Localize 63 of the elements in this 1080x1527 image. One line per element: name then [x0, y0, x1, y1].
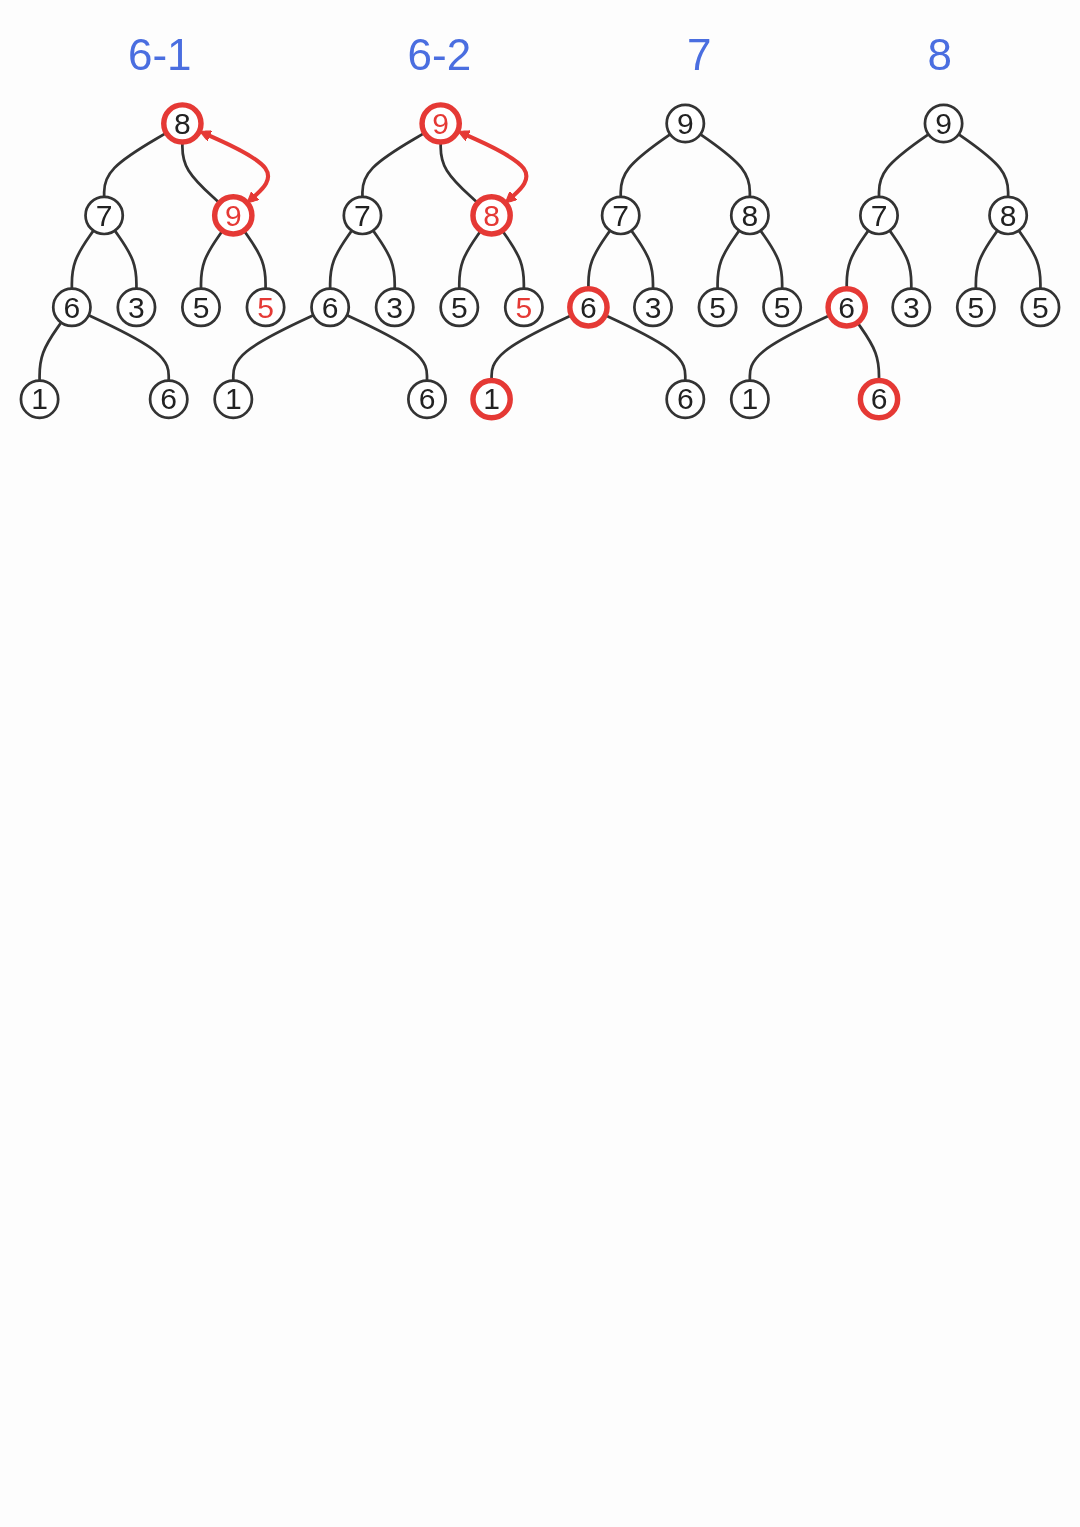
- node-circle: 8: [988, 195, 1029, 236]
- connector: [716, 229, 741, 289]
- arrow: [199, 130, 271, 204]
- node-circle: 5: [503, 287, 544, 328]
- node-circle: 5: [245, 287, 286, 328]
- node-circle: 8: [729, 195, 770, 236]
- node-circle: 6: [665, 379, 706, 420]
- node-circle: 3: [633, 287, 673, 328]
- connector: [457, 229, 482, 289]
- node-circle: 7: [84, 195, 125, 236]
- node-circle: 1: [729, 379, 770, 420]
- node-circle: 5: [439, 287, 480, 328]
- connector: [439, 142, 479, 204]
- connector: [699, 133, 752, 197]
- node-circle: 6: [148, 379, 189, 420]
- connector: [70, 229, 95, 289]
- node-circle: 9: [211, 194, 255, 237]
- connector: [38, 321, 63, 381]
- connector: [630, 229, 655, 289]
- node-circle: 6: [567, 285, 610, 329]
- node-circle: 6: [310, 287, 351, 328]
- node-circle: 6: [51, 287, 92, 328]
- connector: [242, 229, 267, 289]
- connector: [346, 314, 429, 381]
- node-circle: 8: [161, 102, 204, 145]
- connector: [113, 229, 138, 289]
- connector: [88, 314, 171, 381]
- node-circle: 5: [955, 287, 996, 328]
- connector: [888, 229, 913, 289]
- node-circle: 1: [213, 379, 254, 420]
- connector: [328, 229, 353, 289]
- node-circle: 3: [374, 287, 415, 328]
- node-circle: 6: [407, 379, 447, 420]
- connector: [957, 133, 1010, 197]
- node-circle: 5: [762, 287, 803, 328]
- node-circle: 8: [470, 194, 513, 237]
- node-circle: 5: [181, 287, 221, 328]
- panel-label: 8: [927, 30, 952, 80]
- panel-label: 6-2: [407, 30, 472, 80]
- node-circle: 7: [600, 195, 641, 236]
- panel-label: 7: [687, 30, 712, 80]
- connector: [231, 314, 314, 381]
- node-circle: 5: [1020, 287, 1061, 328]
- connector: [974, 229, 999, 289]
- connector: [1017, 229, 1042, 289]
- node-circle: 1: [19, 379, 60, 420]
- node-circle: 3: [891, 287, 932, 328]
- node-circle: 6: [825, 285, 869, 329]
- connector: [372, 229, 397, 289]
- node-circle: 1: [470, 377, 513, 421]
- connector: [877, 133, 930, 197]
- panel-label: 6-1: [127, 30, 192, 80]
- node-circle: 6: [857, 377, 901, 421]
- node-circle: 7: [342, 195, 383, 236]
- node-circle: 9: [419, 102, 463, 145]
- connector: [619, 133, 671, 197]
- node-circle: 5: [697, 287, 738, 328]
- node-circle: 9: [665, 103, 706, 144]
- node-circle: 9: [923, 103, 964, 144]
- node-circle: 7: [859, 195, 899, 236]
- node-circle: 3: [116, 287, 157, 328]
- connector: [759, 229, 784, 289]
- arrow: [457, 130, 529, 204]
